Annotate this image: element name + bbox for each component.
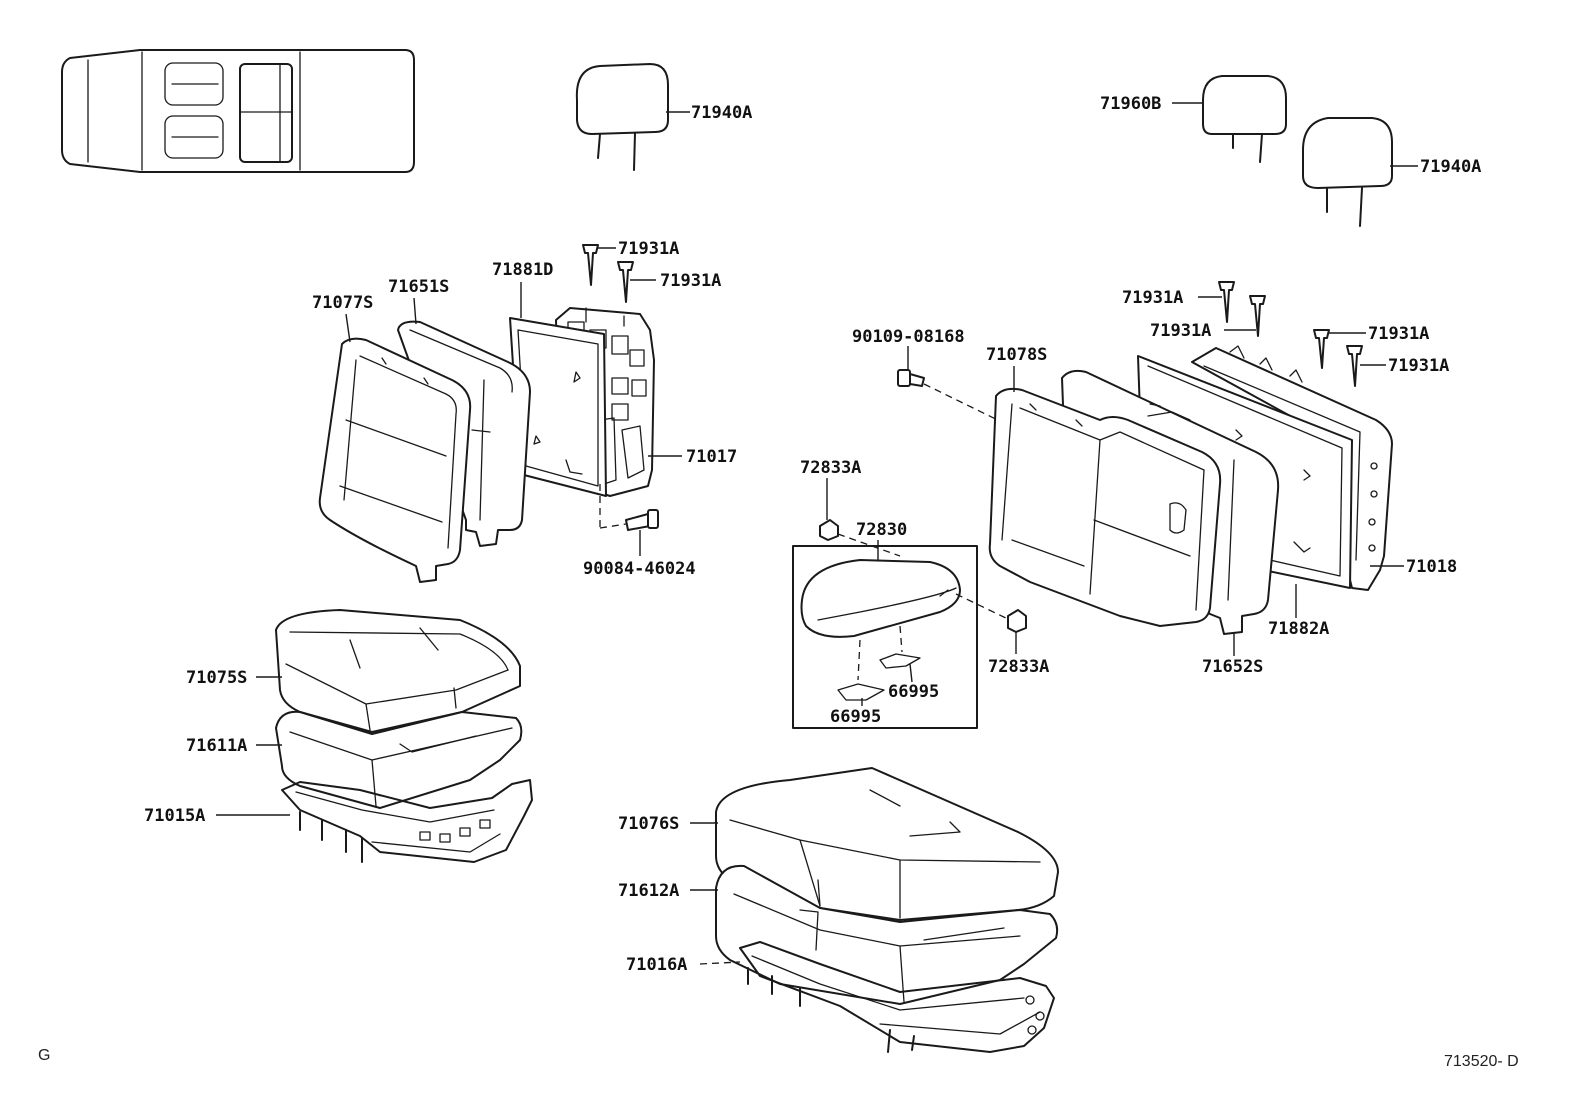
label-71881D: 71881D <box>492 260 553 280</box>
label-71931A-2: 71931A <box>660 271 721 291</box>
label-71931A-3: 71931A <box>1122 288 1183 308</box>
label-90109-08168: 90109-08168 <box>852 327 965 347</box>
label-71931A-4: 71931A <box>1150 321 1211 341</box>
label-71076S: 71076S <box>618 814 679 834</box>
vehicle-locator <box>61 49 415 173</box>
bolt-90109-08168 <box>897 369 1183 511</box>
label-71612A: 71612A <box>618 881 679 901</box>
seat-cover-71075S <box>275 609 521 733</box>
seat-frame-71015A <box>281 779 533 863</box>
label-71016A: 71016A <box>626 955 687 975</box>
screw-90084-46024 <box>599 484 659 531</box>
label-72830: 72830 <box>856 520 907 540</box>
clip-group <box>582 244 1363 387</box>
armrest-assembly-box <box>792 545 978 729</box>
label-71078S: 71078S <box>986 345 1047 365</box>
label-71960B: 71960B <box>1100 94 1161 114</box>
label-71652S: 71652S <box>1202 657 1263 677</box>
headrest-71940A-front <box>575 63 669 171</box>
label-72833A-left: 72833A <box>800 458 861 478</box>
label-71931A-5: 71931A <box>1368 324 1429 344</box>
label-71931A-6: 71931A <box>1388 356 1449 376</box>
corner-mark: G <box>38 1047 50 1064</box>
label-71015A: 71015A <box>144 806 205 826</box>
armrest-cap-72833A-right <box>1007 609 1027 633</box>
figure-code: 713520- D <box>1444 1053 1519 1070</box>
label-71018: 71018 <box>1406 557 1457 577</box>
label-71940A-rear: 71940A <box>1420 157 1481 177</box>
label-66995-upper: 66995 <box>888 682 939 702</box>
label-71077S: 71077S <box>312 293 373 313</box>
label-66995-lower: 66995 <box>830 707 881 727</box>
seat-pad-71611A <box>275 710 523 809</box>
label-72833A-right: 72833A <box>988 657 1049 677</box>
part-labels: 71940A 71960B 71940A 71931A 71931A 71931… <box>144 94 1481 975</box>
label-71611A: 71611A <box>186 736 247 756</box>
label-90084-46024: 90084-46024 <box>583 559 696 579</box>
label-71651S: 71651S <box>388 277 449 297</box>
leader-lines <box>216 102 1418 965</box>
label-71075S: 71075S <box>186 668 247 688</box>
label-71882A: 71882A <box>1268 619 1329 639</box>
rear-seat-frame-71016A <box>739 941 1055 1053</box>
armrest-cap-72833A-left <box>819 519 839 541</box>
rear-seat-cover-71076S <box>715 767 1059 921</box>
label-71017: 71017 <box>686 447 737 467</box>
label-71940A-front: 71940A <box>691 103 752 123</box>
seatback-cover-71078S <box>988 387 1222 627</box>
headrest-71960B <box>1202 75 1287 163</box>
seatback-cover-71077S <box>318 337 472 583</box>
headrest-71940A-rear <box>1302 117 1393 227</box>
rear-seat-pad-71612A <box>715 864 1059 1005</box>
label-71931A-1: 71931A <box>618 239 679 259</box>
